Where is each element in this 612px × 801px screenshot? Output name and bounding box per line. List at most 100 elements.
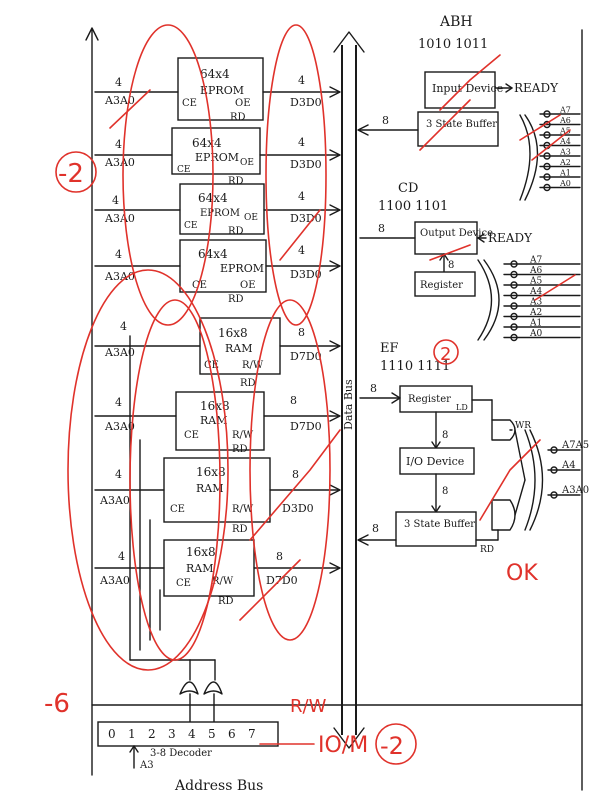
output-line-label-0: A7: [529, 256, 542, 266]
output-inverter-6: [510, 323, 518, 331]
io-input-inverter-0: [550, 446, 558, 454]
eprom-2-name: EPROM: [195, 151, 239, 164]
eprom-2-addr-width: 4: [115, 138, 122, 151]
eprom-2-oe: OE: [240, 158, 254, 168]
eprom-2-data-width: 4: [298, 136, 305, 149]
ram-3-ce: CE: [170, 504, 185, 515]
input-inverter-7: [543, 183, 551, 192]
ram-1-rd: RD: [240, 378, 256, 389]
ram-4-size: 16x8: [186, 545, 216, 559]
output-inverter-0: [510, 260, 518, 268]
io-out-width: 8: [372, 522, 379, 535]
ram-4-data-width: 8: [276, 550, 283, 563]
ram-1-ce: CE: [204, 360, 219, 371]
io-buffer-label: 3 State Buffer: [404, 519, 475, 530]
eprom-1: 64x4 EPROM CE OE RD 4 A3A0 4 D3D0: [94, 57, 341, 123]
grade-ok: OK: [506, 561, 538, 586]
input-ready: READY: [514, 81, 559, 95]
decoder-output-7: 7: [248, 727, 256, 741]
ram-4-ce: CE: [176, 578, 191, 589]
grade-circle-2: 2: [440, 344, 451, 365]
input-bits: 1010 1011: [418, 37, 488, 52]
eprom-1-addr-width: 4: [115, 76, 122, 89]
eprom-1-name: EPROM: [200, 84, 244, 97]
ram-3-size: 16x8: [196, 465, 226, 479]
io-dev-out-width: 8: [442, 486, 448, 497]
eprom-1-data-width: 4: [298, 74, 305, 87]
ram-2-data-width: 8: [290, 394, 297, 407]
io-wr: WR: [515, 421, 531, 431]
ram-2-rw: R/W: [232, 430, 254, 441]
input-line-label-2: A5: [559, 127, 571, 136]
input-width: 8: [382, 114, 389, 127]
io-register-ld: LD: [456, 403, 468, 412]
decoder-output-1: 1: [128, 727, 136, 741]
decoder-output-4: 4: [188, 727, 196, 741]
ram-2-rd: RD: [232, 444, 248, 455]
ram-4-data: D7D0: [266, 574, 298, 587]
ram-3-name: RAM: [196, 482, 224, 495]
io-device-label: I/O Device: [406, 455, 464, 468]
input-inverter-5: [543, 162, 551, 171]
eprom-1-size: 64x4: [200, 67, 230, 81]
decoder-label: 3-8 Decoder: [150, 748, 212, 759]
address-bus-label: Address Bus: [174, 778, 263, 794]
input-line-label-4: A3: [559, 148, 571, 157]
io-register-label: Register: [408, 394, 451, 405]
eprom-4-size: 64x4: [198, 247, 228, 261]
input-buffer-label: 3 State Buffer: [426, 119, 497, 130]
io-input-inverter-2: [550, 491, 558, 499]
ram-4-name: RAM: [186, 562, 214, 575]
eprom-1-oe: OE: [235, 98, 251, 109]
output-line-label-1: A6: [529, 266, 542, 276]
io-input-inverter-1: [550, 466, 558, 474]
output-line-label-3: A4: [529, 287, 542, 297]
decoder-output-6: 6: [228, 727, 236, 741]
ram-2-size: 16x8: [200, 399, 230, 413]
io-input-label-0: A7A5: [561, 440, 589, 451]
decoder-output-3: 3: [168, 727, 176, 741]
output-device-block: CD 1100 1101 Output Device READY 8 8 Reg…: [359, 181, 581, 342]
ram-3-addr: A3A0: [99, 494, 130, 507]
ram-3-rd: RD: [232, 524, 248, 535]
output-inverter-4: [510, 302, 518, 310]
ram-4-addr: A3A0: [99, 574, 130, 587]
eprom-4: 64x4 EPROM CE OE RD 4 A3A0 4 D3D0: [94, 239, 341, 305]
eprom-3-data-width: 4: [298, 190, 305, 203]
output-reg-width: 8: [448, 260, 454, 271]
ram-1-rw: R/W: [242, 360, 264, 371]
eprom-2-size: 64x4: [192, 136, 222, 150]
ram-4: 16x8 RAM CE R/W RD 4 A3A0 8 D7D0: [94, 539, 341, 607]
eprom-4-name: EPROM: [220, 262, 264, 275]
io-device-block: EF 1110 1111 Register LD 8 8 I/O Device …: [357, 341, 589, 555]
ram-2-ce: CE: [184, 430, 199, 441]
output-hex: CD: [398, 181, 418, 196]
output-line-label-7: A0: [529, 329, 542, 339]
output-width: 8: [378, 222, 385, 235]
output-register-label: Register: [420, 280, 463, 291]
eprom-4-data-width: 4: [298, 244, 305, 257]
eprom-2-rd: RD: [228, 176, 244, 187]
grade-minus6: -6: [44, 689, 70, 719]
eprom-1-addr: A3A0: [104, 94, 135, 107]
output-bits: 1100 1101: [378, 199, 448, 214]
output-inverter-5: [510, 312, 518, 321]
io-reg-out-width: 8: [442, 430, 448, 441]
io-bits: 1110 1111: [380, 359, 450, 374]
ram-2-addr-width: 4: [115, 396, 122, 409]
ram-1-addr-width: 4: [120, 320, 127, 333]
grade-rw: R/W: [290, 696, 327, 717]
ram-2: 16x8 RAM CE R/W RD 4 A3A0 8 D7D0: [94, 391, 341, 455]
input-device-label: Input Device: [432, 82, 503, 95]
input-inverter-0: [543, 110, 551, 118]
eprom-3: 64x4 EPROM CE OE RD 4 A3A0 4 D3D0: [94, 183, 341, 237]
ram-1-data: D7D0: [290, 350, 322, 363]
ram-3-rw: R/W: [232, 504, 254, 515]
eprom-2-ce: CE: [177, 165, 190, 175]
ram-2-addr: A3A0: [104, 420, 135, 433]
input-hex: ABH: [439, 14, 473, 30]
decoder-output-5: 5: [208, 727, 216, 741]
